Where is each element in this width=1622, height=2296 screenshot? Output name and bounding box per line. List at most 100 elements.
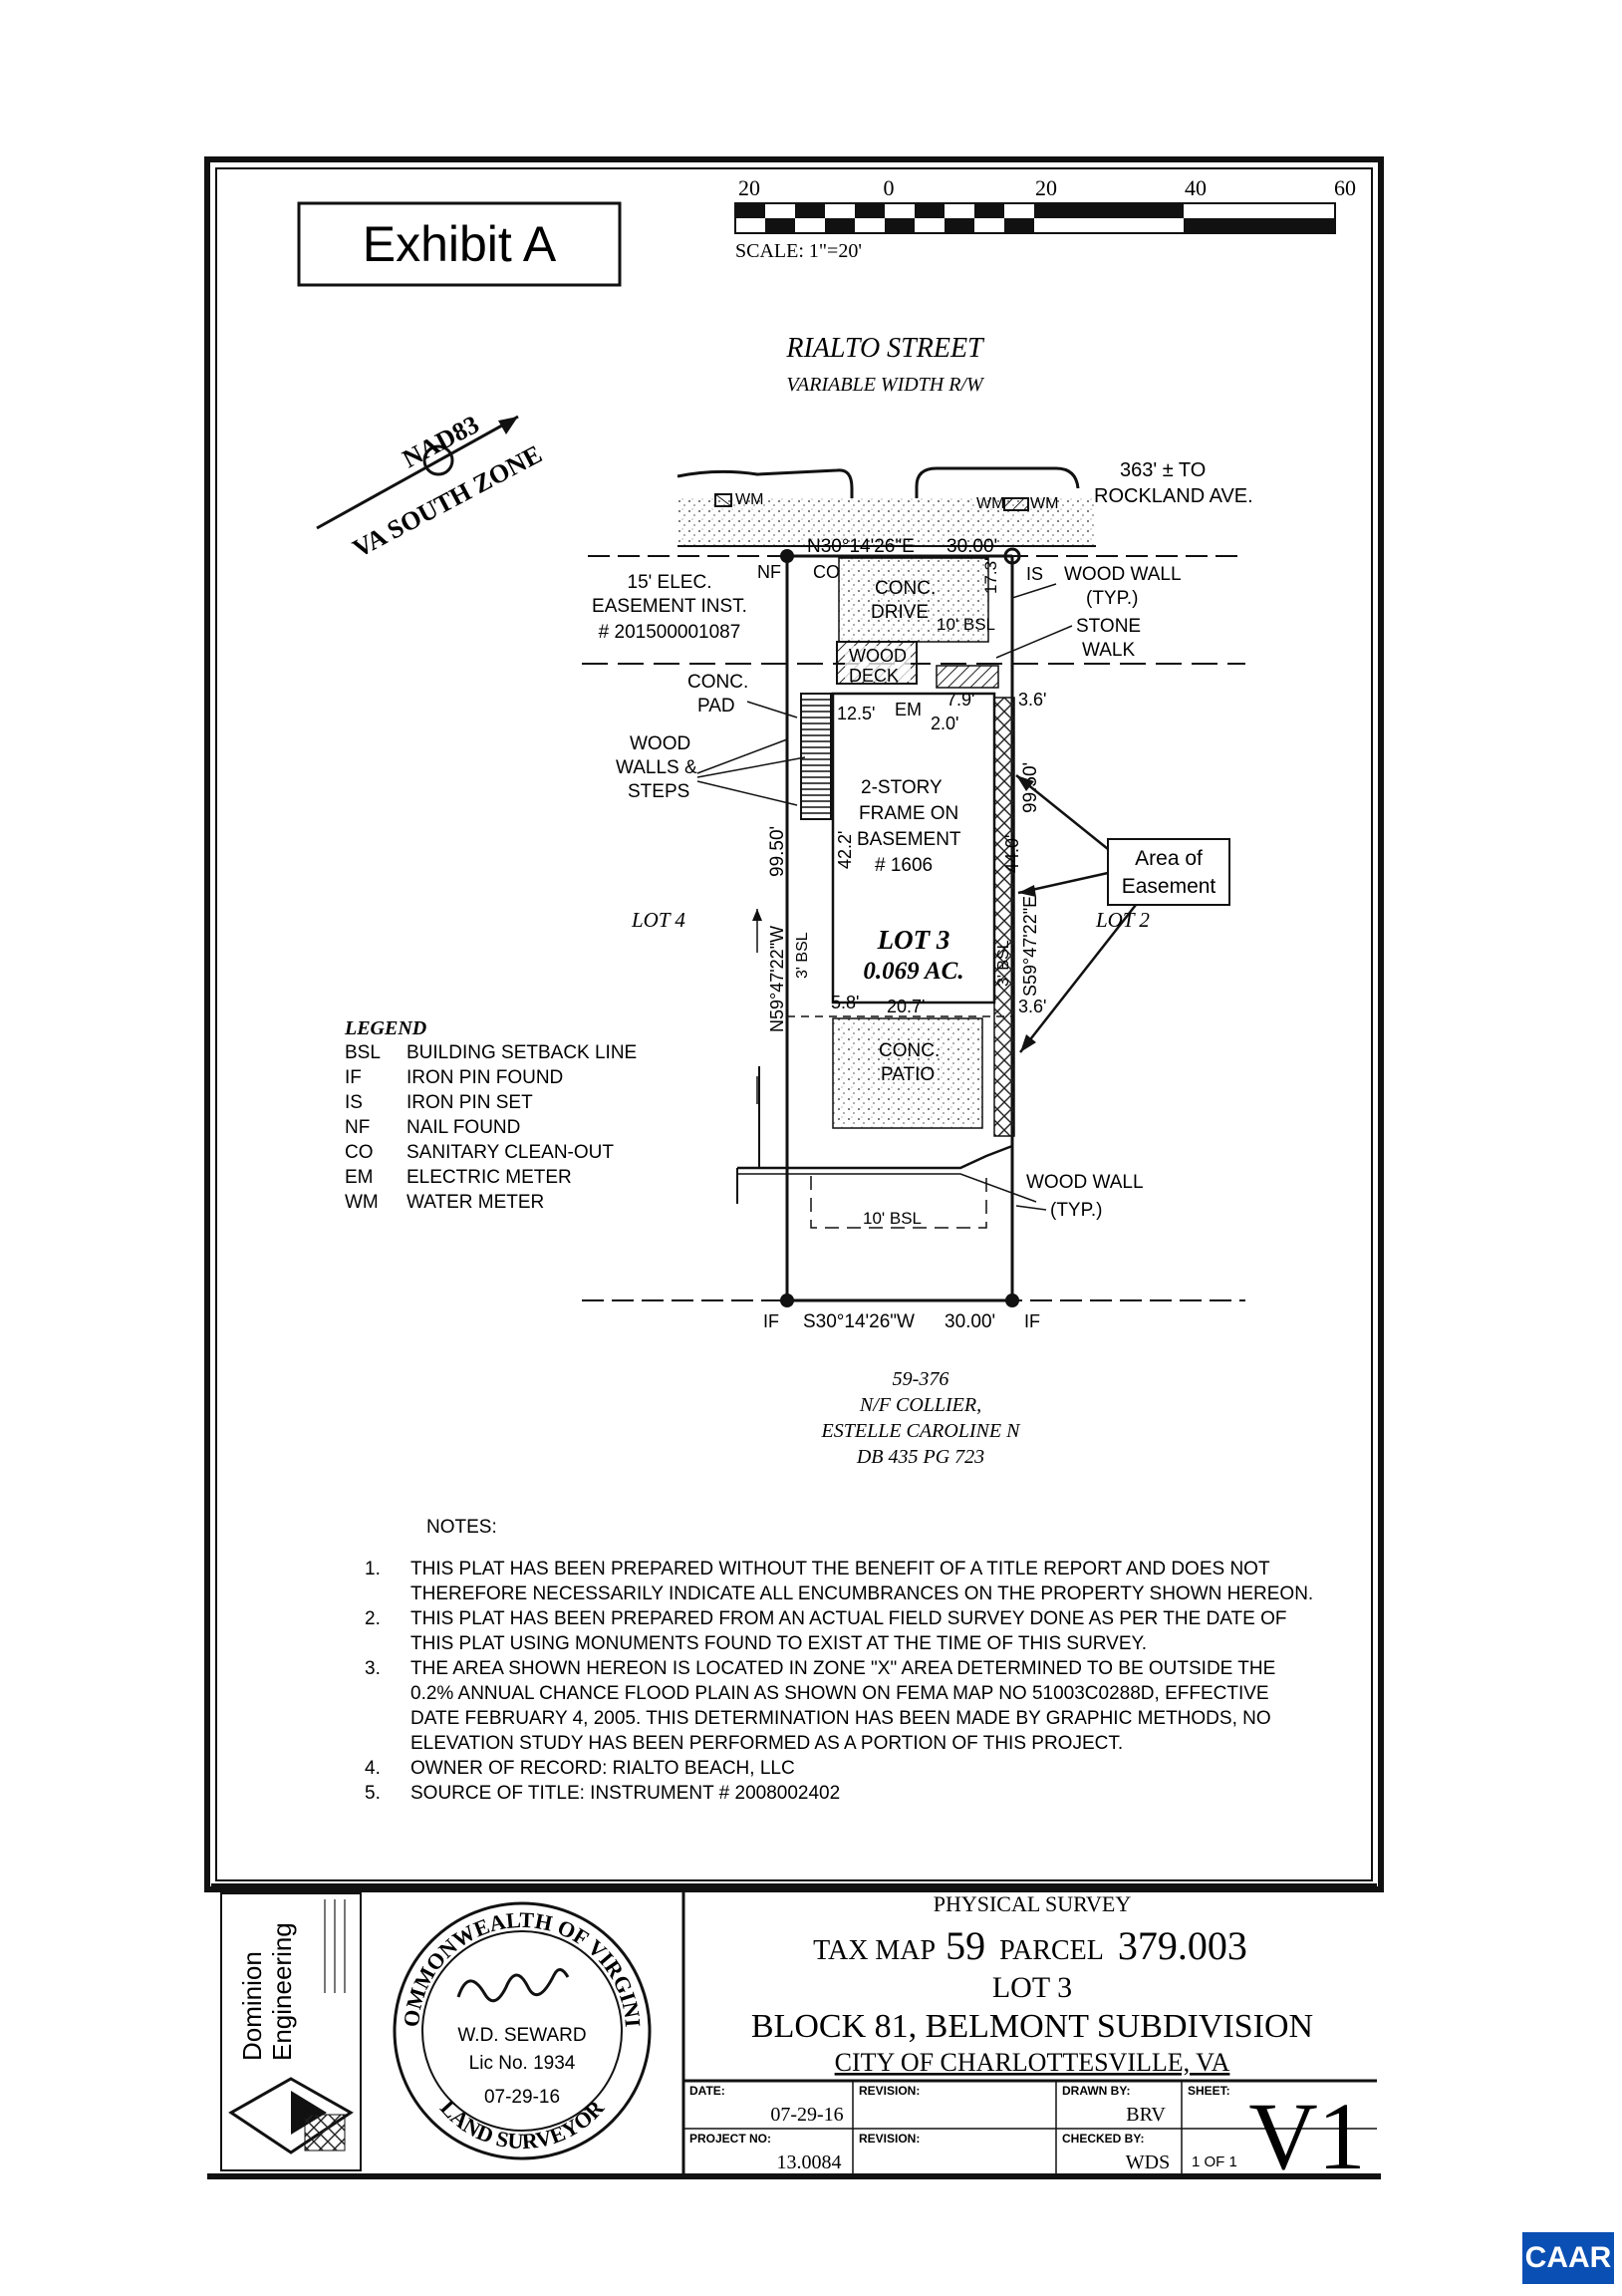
water-meter-left-icon: [714, 493, 732, 507]
seal-license: Lic No. 1934: [469, 2053, 576, 2074]
checked-by-label: CHECKED BY:: [1062, 2132, 1144, 2146]
house-description: FRAME ON: [859, 803, 958, 824]
sheet-count: 1 OF 1: [1192, 2153, 1237, 2170]
dimension-label: 5.8': [831, 993, 859, 1012]
note-text: THE AREA SHOWN HEREON IS LOCATED IN ZONE…: [410, 1658, 1275, 1679]
lot-title: LOT 3: [992, 1971, 1072, 2004]
dimension-label: 42.2': [835, 831, 855, 869]
bearing-bottom: S30°14'26"W: [803, 1311, 915, 1332]
legend-code: IS: [345, 1092, 363, 1113]
note-text: OWNER OF RECORD: RIALTO BEACH, LLC: [410, 1758, 795, 1779]
subdivision-title: BLOCK 81, BELMONT SUBDIVISION: [751, 2008, 1313, 2045]
legend-description: ELECTRIC METER: [406, 1167, 572, 1188]
setback-label: 10' BSL: [863, 1209, 922, 1228]
bearing-right: S59°47'22"E: [1020, 896, 1040, 997]
north-arrow-zone: VA SOUTH ZONE: [348, 439, 546, 563]
scale-tick-label: 40: [1185, 175, 1207, 200]
stone-walk-label: WALK: [1082, 640, 1135, 661]
legend-description: NAIL FOUND: [406, 1117, 520, 1138]
adjacent-lot-4: LOT 4: [631, 908, 685, 932]
dimension-label: 44.0': [1002, 835, 1022, 873]
street-name: RIALTO STREET: [785, 333, 985, 364]
sheet-label: SHEET:: [1188, 2084, 1230, 2098]
easement-label: 15' ELEC.: [628, 572, 712, 593]
legend-description: IRON PIN SET: [406, 1092, 533, 1113]
distance-bottom: 30.00': [945, 1311, 995, 1332]
dimension-label: 7.9': [946, 690, 974, 710]
surveyor-signature: [456, 1968, 570, 2003]
distance-to-rockland: 363' ± TO: [1120, 459, 1206, 481]
tax-map-number: 59: [946, 1923, 985, 1968]
exhibit-box: [297, 201, 622, 287]
concrete-pad-label: PAD: [697, 696, 735, 717]
iron-pin-found-label: IF: [763, 1311, 779, 1331]
wood-deck-label: DECK: [849, 666, 899, 686]
dimension-label: 12.5': [837, 704, 875, 723]
concrete-patio-label: CONC.: [879, 1040, 940, 1061]
tax-map-label: TAX MAP: [813, 1935, 936, 1966]
tax-map-line: TAX MAP 59 PARCEL 379.003: [813, 1923, 1247, 1968]
iron-pin-found-label: IF: [1024, 1311, 1040, 1331]
lot-area: 0.069 AC.: [863, 958, 963, 985]
scale-tick-label: 20: [1035, 175, 1057, 200]
notes: NOTES: 1.THIS PLAT HAS BEEN PREPARED WIT…: [365, 1517, 1313, 1804]
easement-label: EASEMENT INST.: [592, 596, 747, 617]
date-label: DATE:: [689, 2084, 725, 2098]
revision-label: REVISION:: [859, 2084, 920, 2098]
lot-depth-label: 99.50': [767, 826, 788, 877]
note-text: ELEVATION STUDY HAS BEEN PERFORMED AS A …: [410, 1733, 1123, 1754]
dimension-label: 20.7': [887, 997, 925, 1016]
exhibit-label: Exhibit A: [363, 216, 557, 272]
legend-description: BUILDING SETBACK LINE: [406, 1042, 637, 1063]
wood-wall-strip: [993, 697, 1015, 1137]
note-text: SOURCE OF TITLE: INSTRUMENT # 2008002402: [410, 1783, 840, 1804]
adjoining-owner: N/F COLLIER,: [859, 1394, 981, 1416]
revision-label: REVISION:: [859, 2132, 920, 2146]
stone-walk-area: [936, 665, 999, 689]
inner-border: [215, 167, 1373, 1881]
legend-description: SANITARY CLEAN-OUT: [406, 1142, 614, 1163]
concrete-patio-area: [832, 1017, 983, 1129]
wood-walls-label: WOOD: [630, 733, 690, 754]
legend-code: WM: [345, 1192, 379, 1213]
bearing-top: N30°14'26"E: [807, 536, 915, 557]
note-number: 3.: [365, 1658, 381, 1679]
wood-wall-label: (TYP.): [1050, 1200, 1102, 1221]
concrete-pad-label: CONC.: [687, 672, 748, 693]
legend-code: EM: [345, 1167, 374, 1188]
water-meter-right-icon: [1003, 497, 1029, 511]
street-width: VARIABLE WIDTH R/W: [786, 374, 985, 396]
caar-logo: CAAR: [1522, 2232, 1614, 2284]
nail-found-label: NF: [757, 562, 781, 582]
north-arrow: NAD83 VA SOUTH ZONE: [316, 410, 547, 563]
electric-meter-label: EM: [895, 700, 922, 719]
wood-wall-label: WOOD WALL: [1026, 1172, 1144, 1193]
parcel-number: 379.003: [1118, 1923, 1247, 1968]
drawn-by-label: DRAWN BY:: [1062, 2084, 1130, 2098]
company-name: Dominion: [237, 1951, 267, 2061]
checked-by: WDS: [1126, 2152, 1170, 2173]
seal-date: 07-29-16: [484, 2087, 560, 2108]
dimension-label: 3.6': [1018, 997, 1046, 1016]
notes-title: NOTES:: [426, 1517, 497, 1538]
water-meter-label: WM: [735, 491, 763, 508]
easement-arrow-icon: [1015, 774, 1137, 1053]
dimension-label: 2.0': [931, 714, 958, 733]
legend-code: BSL: [345, 1042, 381, 1063]
note-text: THIS PLAT HAS BEEN PREPARED WITHOUT THE …: [410, 1559, 1270, 1579]
nail-found-marker-icon: [780, 549, 794, 563]
area-of-easement-label: Easement: [1122, 875, 1216, 898]
note-number: 4.: [365, 1758, 381, 1779]
setback-label: 10' BSL: [937, 615, 995, 634]
iron-pin-set-marker-icon: [1003, 547, 1021, 565]
scale-label: SCALE: 1"=20': [735, 240, 862, 262]
adjacent-lot-2: LOT 2: [1095, 908, 1150, 932]
water-meter-label: WM: [1030, 495, 1058, 512]
parcel-label: PARCEL: [999, 1935, 1104, 1966]
scale-tick-label: 20: [738, 175, 760, 200]
title-block: [207, 1883, 1381, 2179]
project-number-label: PROJECT NO:: [689, 2132, 771, 2146]
area-of-easement-callout: [1107, 838, 1230, 906]
project-number: 13.0084: [777, 2152, 842, 2173]
